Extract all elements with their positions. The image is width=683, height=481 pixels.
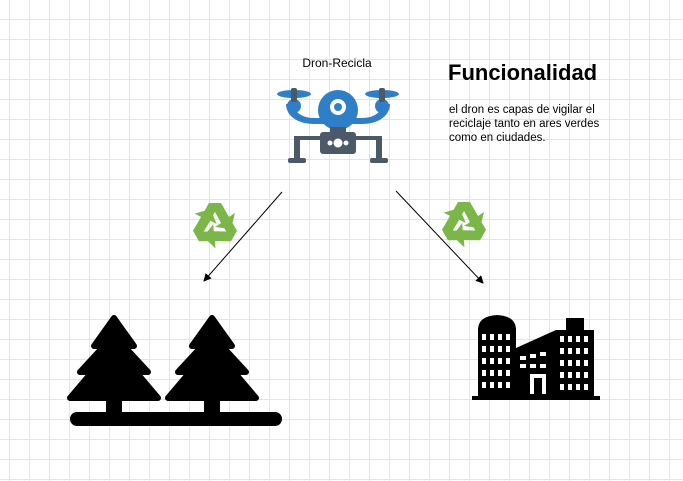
functionality-description: el dron es capas de vigilar el reciclaje… — [449, 104, 600, 144]
functionality-title: Funcionalidad — [448, 60, 598, 85]
arrow-to-city[interactable] — [395, 190, 484, 284]
drone-label: Dron-Recicla — [302, 56, 372, 70]
arrow-to-trees[interactable] — [203, 191, 283, 282]
